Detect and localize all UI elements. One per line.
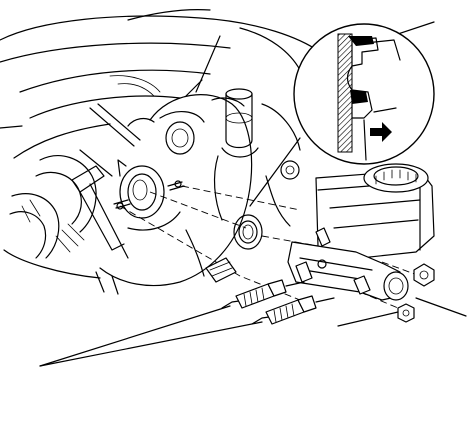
- engine-bay-contours: [0, 9, 321, 159]
- o-ring-seal: [233, 214, 263, 250]
- brake-connectors: [205, 257, 237, 283]
- mounting-nut-upper: [413, 263, 435, 287]
- hose-assembly: [3, 103, 155, 295]
- brake-line-lower: [251, 295, 335, 325]
- booster-housing: [99, 94, 253, 287]
- seal-detail-callout: [293, 23, 435, 165]
- mounting-nut-lower: [397, 303, 415, 323]
- brake-line-upper: [221, 279, 305, 309]
- master-cylinder: [287, 163, 435, 301]
- upper-components: [213, 88, 301, 227]
